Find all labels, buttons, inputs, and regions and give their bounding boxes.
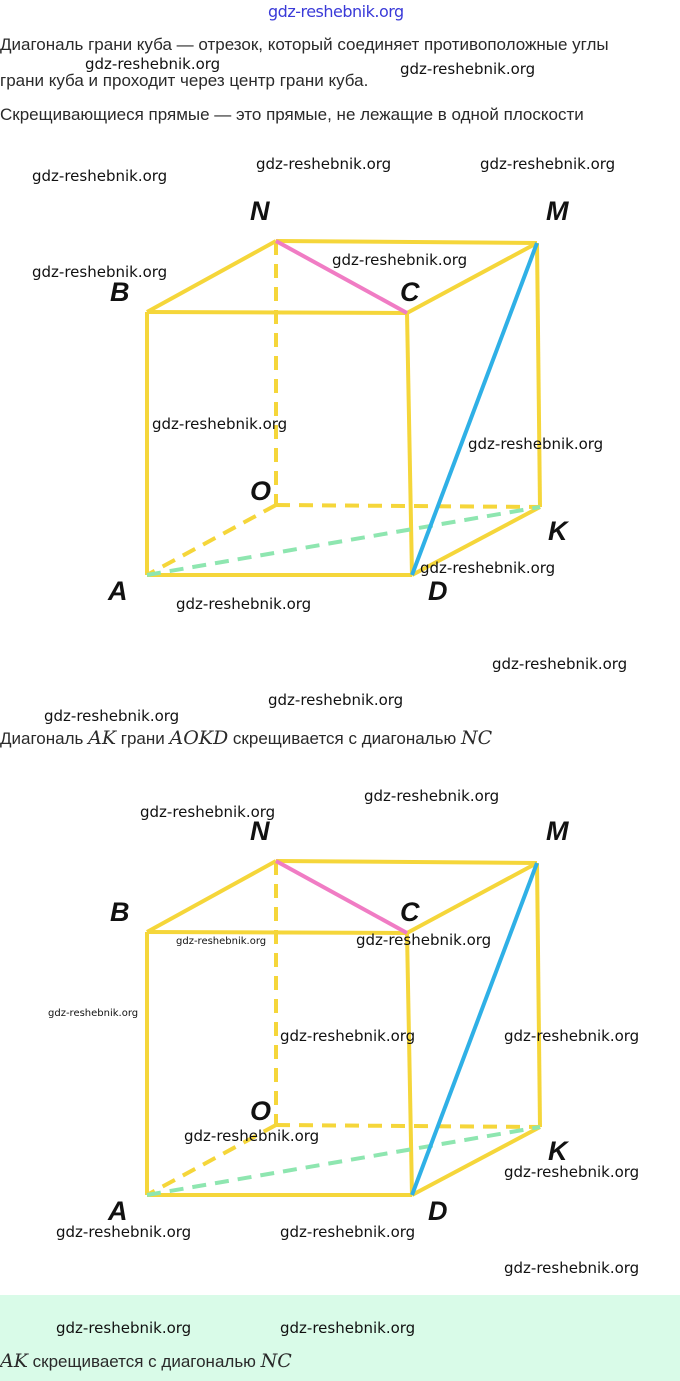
vertex-label-c: C xyxy=(400,897,420,927)
vertex-label-k: K xyxy=(548,1136,568,1166)
watermark: gdz-reshebnik.org xyxy=(44,707,180,725)
watermark: gdz-reshebnik.org xyxy=(256,155,392,173)
cube-diagram-2 xyxy=(145,859,542,1197)
edge-cd xyxy=(405,312,414,576)
definition-diagonal-line2: грани куба и проходит через центр грани … xyxy=(0,71,369,90)
math-ak: AK xyxy=(88,727,117,749)
vertex-label-m: M xyxy=(546,816,569,846)
answer: AK скрещивается с диагональю NC xyxy=(0,1350,292,1372)
vertex-label-m: M xyxy=(546,196,569,226)
edge-dk xyxy=(411,1125,541,1197)
caption: Диагональ AK грани AOKD скрещивается с д… xyxy=(0,727,492,749)
vertex-label-o: O xyxy=(250,476,272,506)
watermark: gdz-reshebnik.org xyxy=(480,155,616,173)
watermark: gdz-reshebnik.org xyxy=(364,787,500,805)
diagonal-ak-ak xyxy=(146,1125,541,1197)
vertex-label-d: D xyxy=(428,576,448,606)
caption-text: скрещивается с диагональю xyxy=(228,729,461,748)
vertex-label-a: A xyxy=(108,576,128,606)
edge-nm xyxy=(275,239,538,245)
vertex-label-o: O xyxy=(250,1096,272,1126)
edge-mc xyxy=(406,241,538,315)
math-ak: AK xyxy=(0,1350,28,1372)
watermark: gdz-reshebnik.org xyxy=(56,1319,192,1337)
watermark: gdz-reshebnik.org xyxy=(356,931,492,949)
watermark: gdz-reshebnik.org xyxy=(504,1163,640,1181)
diagonal-nc-nc xyxy=(275,859,408,935)
watermark: gdz-reshebnik.org xyxy=(268,2,404,21)
vertex-label-d: D xyxy=(428,1196,448,1226)
watermark: gdz-reshebnik.org xyxy=(420,559,556,577)
watermark: gdz-reshebnik.org xyxy=(140,803,276,821)
watermark: gdz-reshebnik.org xyxy=(32,263,168,281)
math-nc: NC xyxy=(260,1350,292,1372)
watermark: gdz-reshebnik.org xyxy=(504,1259,640,1277)
caption-text: Диагональ xyxy=(0,729,89,748)
definition-skew-lines: Скрещивающиеся прямые — это прямые, не л… xyxy=(0,105,584,124)
watermark: gdz-reshebnik.org xyxy=(32,167,168,185)
watermark: gdz-reshebnik.org xyxy=(184,1127,320,1145)
watermark: gdz-reshebnik.org xyxy=(492,655,628,673)
edge-cd xyxy=(405,932,414,1196)
vertex-label-b: B xyxy=(110,897,130,927)
edge-mk xyxy=(535,862,542,1128)
hidden-edge-oa xyxy=(146,503,277,577)
watermark: gdz-reshebnik.org xyxy=(504,1027,640,1045)
watermark: gdz-reshebnik.org xyxy=(152,415,288,433)
diagonal-md-md xyxy=(410,862,539,1196)
vertex-label-n: N xyxy=(250,816,270,846)
watermark: gdz-reshebnik.org xyxy=(268,691,404,709)
watermark: gdz-reshebnik.org xyxy=(176,936,267,947)
hidden-edge-oa xyxy=(146,1123,277,1197)
caption-text: грани xyxy=(116,729,170,748)
math-aokd: AOKD xyxy=(169,727,229,749)
watermark: gdz-reshebnik.org xyxy=(176,595,312,613)
answer-text: скрещивается с диагональю xyxy=(27,1352,261,1371)
watermark: gdz-reshebnik.org xyxy=(280,1027,416,1045)
watermark: gdz-reshebnik.org xyxy=(48,1008,139,1019)
hidden-edge-ok xyxy=(275,503,541,509)
diagonal-md-md xyxy=(410,242,539,576)
cube-diagram-1 xyxy=(145,239,542,577)
vertex-label-c: C xyxy=(400,277,420,307)
edge-mk xyxy=(535,242,542,508)
watermark: gdz-reshebnik.org xyxy=(56,1223,192,1241)
vertex-label-k: K xyxy=(548,516,568,546)
definition-diagonal-line1: Диагональ грани куба — отрезок, который … xyxy=(0,35,609,54)
watermark: gdz-reshebnik.org xyxy=(400,60,536,78)
diagonal-ak-ak xyxy=(146,505,541,577)
watermark: gdz-reshebnik.org xyxy=(332,251,468,269)
watermark: gdz-reshebnik.org xyxy=(468,435,604,453)
watermark: gdz-reshebnik.org xyxy=(280,1223,416,1241)
edge-nm xyxy=(275,859,538,865)
edge-dk xyxy=(411,505,541,577)
vertex-label-n: N xyxy=(250,196,270,226)
edge-mc xyxy=(406,861,538,935)
math-nc: NC xyxy=(460,727,493,749)
watermark: gdz-reshebnik.org xyxy=(85,55,221,73)
edge-nb xyxy=(146,239,277,314)
answer-band xyxy=(0,1295,680,1381)
vertex-label-a: A xyxy=(108,1196,128,1226)
edge-nb xyxy=(146,859,277,934)
hidden-edge-ok xyxy=(275,1123,541,1129)
watermark: gdz-reshebnik.org xyxy=(280,1319,416,1337)
diagonal-nc-nc xyxy=(275,239,408,315)
vertex-label-b: B xyxy=(110,277,130,307)
